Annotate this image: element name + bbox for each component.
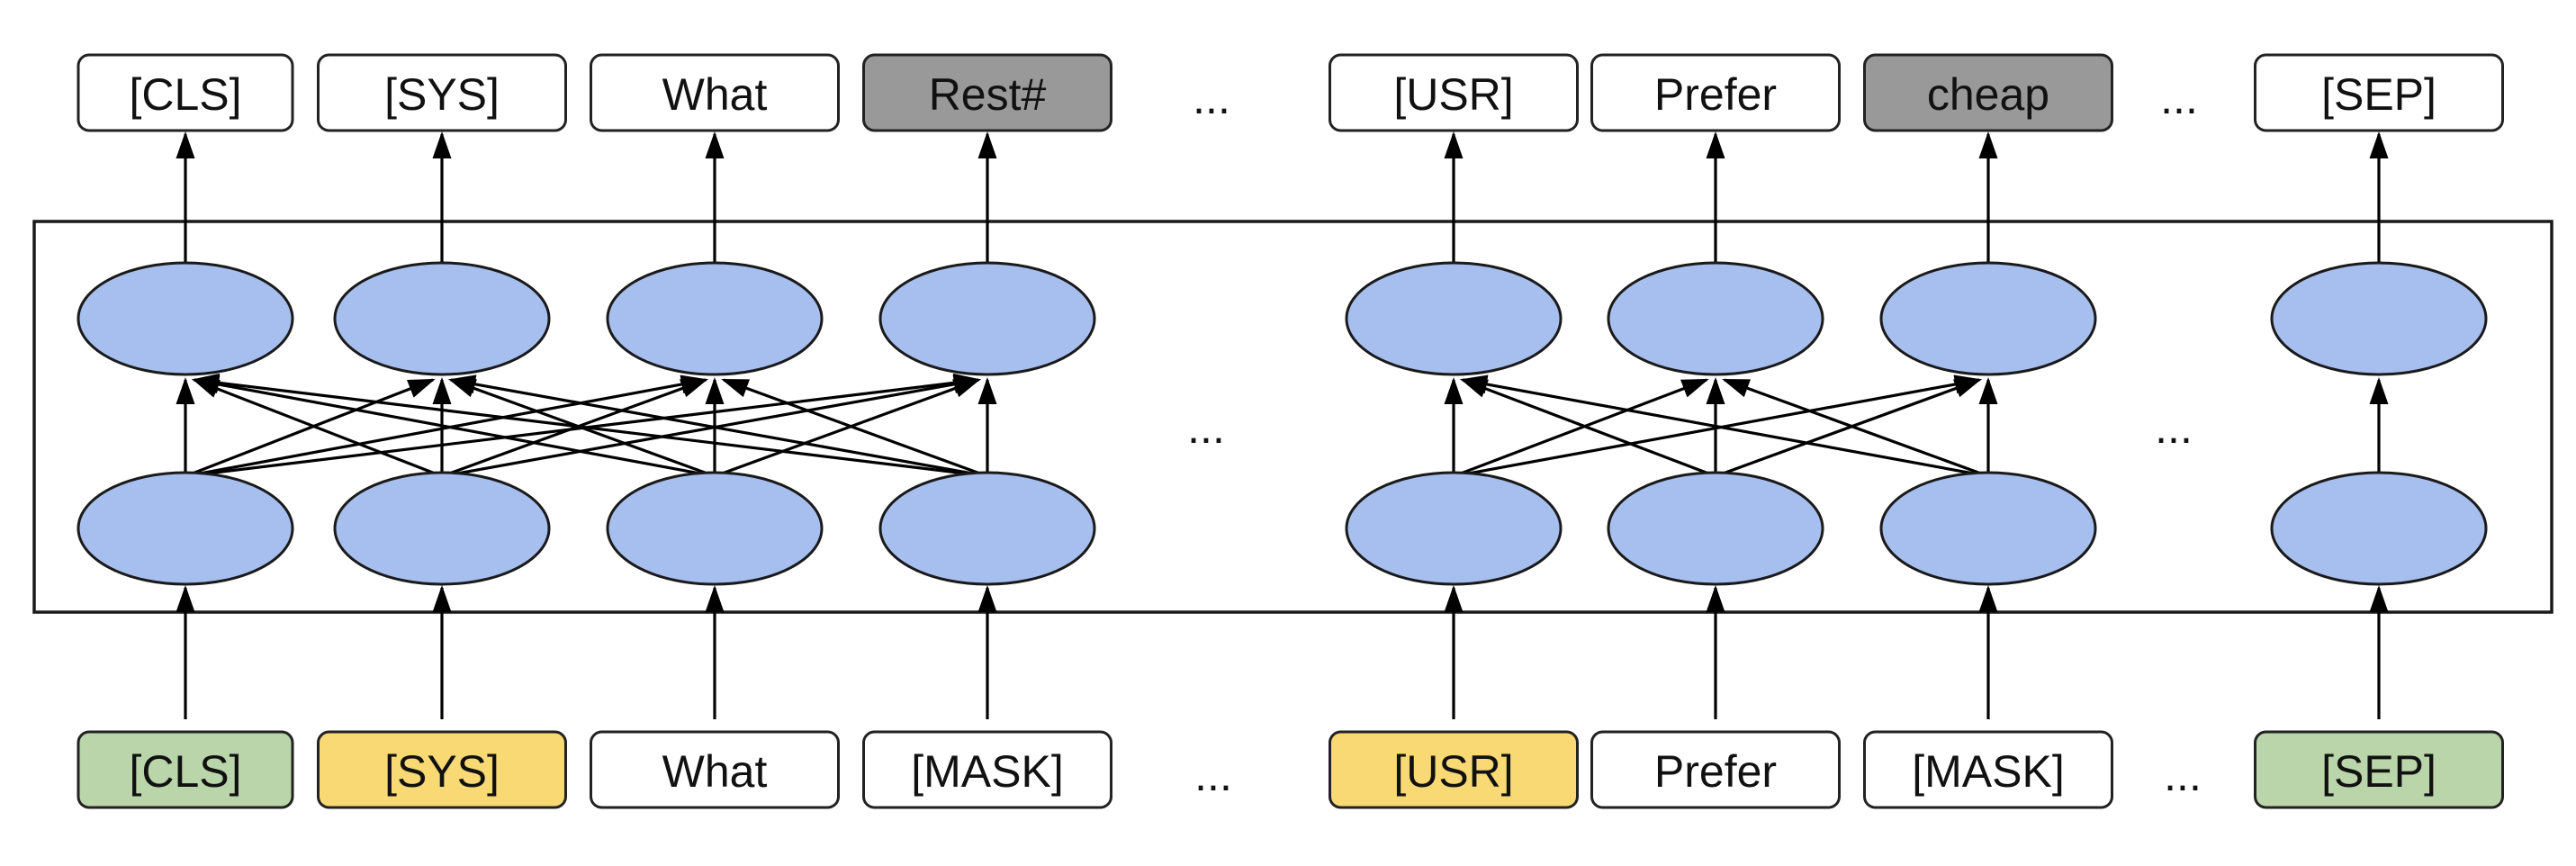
ellipsis-top-1: ... bbox=[1193, 73, 1230, 123]
input-token: [CLS] bbox=[77, 730, 294, 809]
attention-arrow bbox=[714, 378, 981, 478]
input-token: [MASK] bbox=[1863, 730, 2113, 809]
input-token: [SYS] bbox=[317, 730, 567, 809]
lower-hidden-node bbox=[1607, 471, 1824, 586]
output-token-label: [SYS] bbox=[384, 69, 500, 120]
output-token-label: Rest# bbox=[929, 69, 1047, 120]
attention-arrow bbox=[1715, 378, 1982, 478]
input-token-box bbox=[317, 730, 567, 809]
attention-arrow bbox=[1722, 378, 1989, 478]
ellipsis-markers: ... ... ... ... ... ... bbox=[1187, 73, 2202, 800]
upper-hidden-node bbox=[1345, 261, 1563, 376]
output-token-label: [USR] bbox=[1393, 69, 1513, 120]
ellipsis-bottom-1: ... bbox=[1194, 750, 1232, 800]
output-token: cheap bbox=[1863, 53, 2113, 132]
upper-hidden-node bbox=[77, 261, 294, 376]
input-token-row: [CLS] [SYS] What [MASK] [USR] Prefer [MA… bbox=[77, 730, 2504, 809]
output-token: [USR] bbox=[1329, 53, 1579, 132]
input-token: [USR] bbox=[1329, 730, 1579, 809]
attention-arrow bbox=[185, 378, 436, 478]
input-token-label: [SYS] bbox=[384, 746, 500, 797]
ellipsis-middle-1: ... bbox=[1187, 402, 1225, 453]
output-token-box bbox=[2254, 53, 2504, 132]
input-token-box bbox=[2254, 730, 2504, 809]
upper-hidden-node bbox=[606, 261, 824, 376]
output-token: Prefer bbox=[1590, 53, 1841, 132]
input-token-label: [CLS] bbox=[129, 746, 241, 797]
output-token-label: [SEP] bbox=[2321, 69, 2436, 120]
attention-arrow bbox=[185, 374, 708, 478]
lower-hidden-node bbox=[2270, 471, 2488, 586]
ellipsis-top-2: ... bbox=[2160, 73, 2198, 123]
upper-hidden-node bbox=[1879, 261, 2097, 376]
input-token-box bbox=[77, 730, 294, 809]
arrows-layer bbox=[176, 131, 2389, 719]
input-token-label: [SEP] bbox=[2321, 746, 2436, 797]
lower-hidden-node bbox=[1345, 471, 1563, 586]
input-token-box bbox=[1329, 730, 1579, 809]
lower-hidden-node bbox=[606, 471, 824, 586]
transformer-frame bbox=[32, 220, 2553, 614]
attention-arrow bbox=[192, 374, 716, 478]
input-token-label: [MASK] bbox=[1912, 746, 2064, 797]
input-token: [MASK] bbox=[862, 730, 1112, 809]
attention-arrow bbox=[1460, 378, 1716, 478]
upper-hidden-node bbox=[333, 261, 551, 376]
attention-arrow bbox=[448, 374, 988, 478]
ellipsis-bottom-2: ... bbox=[2164, 750, 2202, 800]
upper-hidden-node bbox=[1607, 261, 1824, 376]
output-token-box bbox=[1590, 53, 1841, 132]
output-token-box bbox=[1863, 53, 2113, 132]
output-token-box bbox=[317, 53, 567, 132]
upper-hidden-node bbox=[878, 261, 1096, 376]
lower-hidden-node bbox=[333, 471, 551, 586]
output-token-box bbox=[1329, 53, 1579, 132]
input-token: Prefer bbox=[1590, 730, 1841, 809]
input-token-label: Prefer bbox=[1654, 746, 1777, 797]
output-token: [SEP] bbox=[2254, 53, 2504, 132]
output-token: [CLS] bbox=[77, 53, 294, 132]
output-token-box bbox=[77, 53, 294, 132]
output-token-box bbox=[590, 53, 840, 132]
upper-hidden-node bbox=[2270, 261, 2488, 376]
lower-hidden-node bbox=[77, 471, 294, 586]
attention-arrow bbox=[1460, 374, 1989, 478]
lower-hidden-node bbox=[1879, 471, 2097, 586]
input-token-box bbox=[862, 730, 1112, 809]
output-token-row: [CLS] [SYS] What Rest# [USR] Prefer chea… bbox=[77, 53, 2504, 132]
attention-arrow bbox=[441, 374, 981, 478]
ellipsis-middle-2: ... bbox=[2155, 402, 2193, 453]
attention-arrow bbox=[1453, 378, 1709, 478]
attention-arrow bbox=[192, 378, 443, 478]
output-token: [SYS] bbox=[317, 53, 567, 132]
input-token: What bbox=[590, 730, 840, 809]
output-token-label: [CLS] bbox=[129, 69, 241, 120]
attention-arrow bbox=[721, 378, 988, 478]
output-token: What bbox=[590, 53, 840, 132]
nodes-layer bbox=[77, 261, 2488, 586]
attention-arrow bbox=[192, 373, 988, 478]
input-token-box bbox=[1863, 730, 2113, 809]
input-token-box bbox=[590, 730, 840, 809]
output-token-label: cheap bbox=[1927, 69, 2049, 120]
input-token: [SEP] bbox=[2254, 730, 2504, 809]
lower-hidden-node bbox=[878, 471, 1096, 586]
output-token-label: What bbox=[662, 69, 768, 120]
input-token-box bbox=[1590, 730, 1841, 809]
input-token-label: What bbox=[662, 746, 768, 797]
attention-arrow bbox=[441, 378, 708, 478]
output-token-label: Prefer bbox=[1654, 69, 1777, 120]
input-token-label: [MASK] bbox=[911, 746, 1063, 797]
input-token-label: [USR] bbox=[1393, 746, 1513, 797]
output-token-box bbox=[862, 53, 1112, 132]
output-token: Rest# bbox=[862, 53, 1112, 132]
